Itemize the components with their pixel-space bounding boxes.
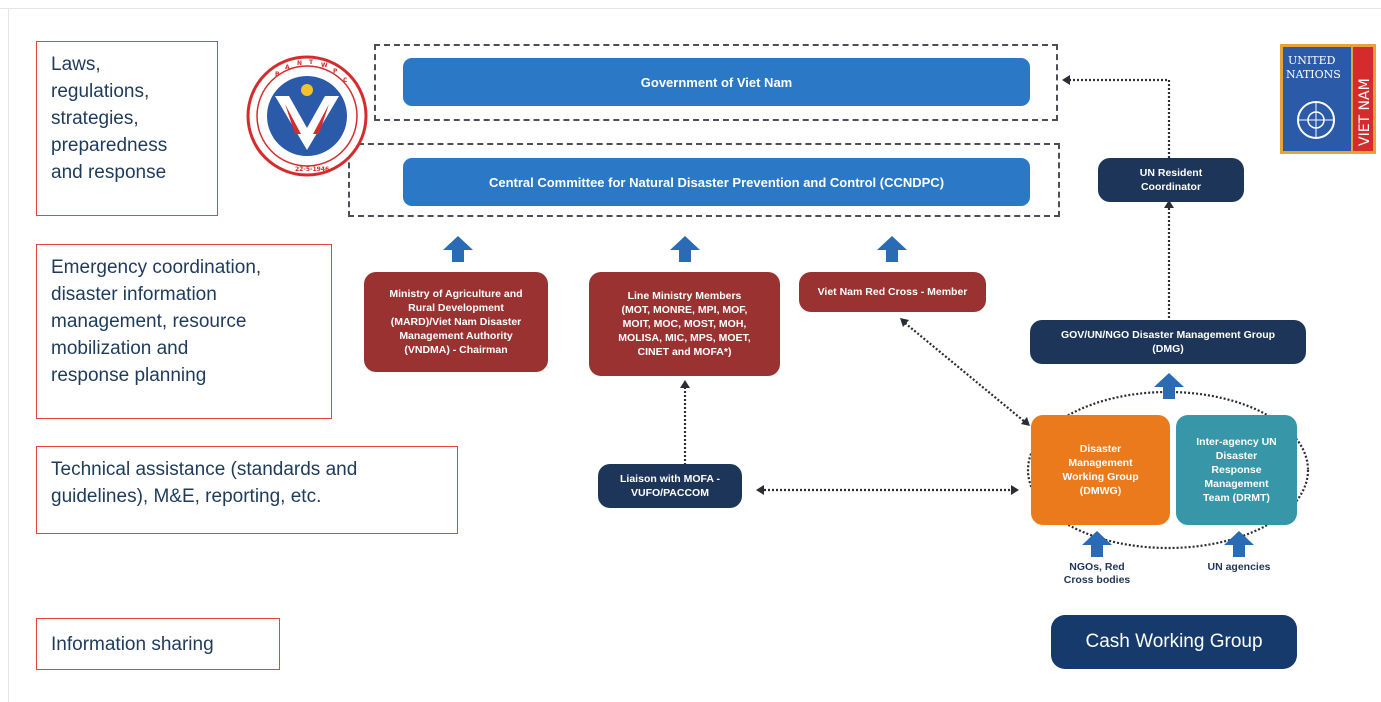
legend-emergency-line: Emergency coordination, — [51, 257, 262, 278]
up-arrow-icon — [1224, 531, 1254, 557]
node-text-line: (MOT, MONRE, MPI, MOF, — [621, 304, 748, 316]
node-text-line: Management Authority — [399, 330, 513, 342]
node-text-line: Working Group — [1062, 471, 1139, 483]
legend-emergency-line: disaster information — [51, 284, 217, 305]
line-ministry-node: Line Ministry Members (MOT, MONRE, MPI, … — [589, 272, 780, 376]
red-cross-node: Viet Nam Red Cross - Member — [799, 272, 986, 312]
node-text-line: Inter-agency UN — [1196, 436, 1277, 448]
node-text-line: GOV/UN/NGO Disaster Management Group — [1060, 329, 1276, 341]
legend-laws-box: Laws, regulations, strategies, preparedn… — [36, 41, 218, 216]
node-text-line: Disaster — [1215, 450, 1258, 462]
node-text-line: Team (DRMT) — [1203, 492, 1270, 504]
caption-line: Cross bodies — [1063, 574, 1131, 586]
legend-information-box: Information sharing — [36, 618, 280, 670]
node-text-line: MOIT, MOC, MOST, MOH, — [622, 318, 747, 330]
node-text-line: Response — [1211, 464, 1262, 476]
legend-technical-line: Technical assistance (standards and — [51, 459, 358, 480]
node-text-line: (VNDMA) - Chairman — [404, 344, 508, 356]
node-text-line: Rural Development — [408, 302, 504, 314]
svg-text:UNITED: UNITED — [1288, 54, 1336, 67]
up-arrow-icon — [1154, 373, 1184, 399]
government-outline — [374, 44, 1058, 121]
legend-emergency-line: mobilization and — [51, 338, 189, 359]
un-agencies-caption: UN agencies — [1207, 561, 1271, 573]
liaison-node: Liaison with MOFA - VUFO/PACCOM — [598, 464, 742, 508]
united-nations-vietnam-logo-icon: UNITED NATIONS VIET NAM — [1280, 44, 1376, 154]
svg-text:P: P — [333, 68, 338, 75]
node-text-line: CINET and MOFA*) — [637, 346, 732, 358]
redcross-to-dmwg-line — [904, 322, 1026, 423]
legend-laws-line: preparedness — [51, 135, 168, 156]
rc-to-gov-line — [1068, 78, 1171, 182]
node-text-line: Disaster — [1079, 443, 1122, 455]
cash-working-group-button[interactable]: Cash Working Group — [1051, 615, 1297, 669]
frame-left-line — [8, 8, 9, 702]
svg-text:T: T — [309, 59, 314, 66]
up-arrow-icon — [1082, 531, 1112, 557]
legend-emergency-box: Emergency coordination, disaster informa… — [36, 244, 332, 419]
node-text-line: MOLISA, MIC, MPS, MOET, — [618, 332, 751, 344]
legend-laws-line: strategies, — [51, 108, 139, 129]
arrowheads — [680, 75, 1174, 495]
vietnam-disaster-committee-seal-icon: B A N T W P C 22-5-1946 — [246, 55, 368, 177]
svg-text:A: A — [285, 64, 290, 71]
legend-laws-line: and response — [51, 162, 167, 183]
frame-top-line — [0, 8, 1381, 9]
ccndpc-bar: Central Committee for Natural Disaster P… — [403, 158, 1030, 206]
svg-text:N: N — [297, 60, 302, 67]
legend-information-text: Information sharing — [51, 633, 214, 655]
svg-text:W: W — [321, 62, 328, 69]
svg-text:VIET NAM: VIET NAM — [1357, 78, 1373, 146]
dmg-node: GOV/UN/NGO Disaster Management Group (DM… — [1030, 320, 1306, 364]
dmwg-node: Disaster Management Working Group (DMWG) — [1031, 415, 1170, 525]
legend-emergency-line: response planning — [51, 365, 207, 386]
up-arrow-icon — [877, 236, 907, 262]
node-text-line: Management — [1204, 478, 1269, 490]
node-text-line: Liaison with MOFA - — [620, 473, 720, 485]
up-arrow-icon — [443, 236, 473, 262]
node-text-line: Ministry of Agriculture and — [389, 288, 523, 300]
svg-text:C: C — [343, 77, 348, 84]
seal-ring-letter: B — [275, 71, 280, 78]
node-text-line: (DMWG) — [1079, 485, 1122, 497]
mard-node: Ministry of Agriculture and Rural Develo… — [364, 272, 548, 372]
legend-technical-line: guidelines), M&E, reporting, etc. — [51, 486, 322, 507]
legend-laws-line: regulations, — [51, 81, 150, 102]
up-arrow-icon — [670, 236, 700, 262]
working-group-ellipse — [1026, 390, 1310, 550]
node-text-line: (MARD)/Viet Nam Disaster — [390, 316, 522, 328]
node-text-line: Coordinator — [1140, 181, 1202, 193]
drmt-node: Inter-agency UN Disaster Response Manage… — [1176, 415, 1297, 525]
government-bar: Government of Viet Nam — [403, 58, 1030, 106]
svg-text:22-5-1946: 22-5-1946 — [295, 166, 329, 173]
ngos-caption: NGOs, Red Cross bodies — [1050, 561, 1144, 587]
caption-line: NGOs, Red — [1069, 561, 1125, 573]
node-text-line: UN Resident — [1139, 167, 1203, 179]
node-text-line: Management — [1068, 457, 1133, 469]
legend-emergency-line: management, resource — [51, 311, 247, 332]
un-resident-coordinator-node: UN Resident Coordinator — [1098, 158, 1244, 202]
legend-laws-line: Laws, — [51, 54, 101, 75]
node-text-line: Line Ministry Members — [627, 290, 742, 302]
node-text-line: (DMG) — [1152, 343, 1184, 355]
ccndpc-outline — [348, 143, 1060, 217]
svg-text:NATIONS: NATIONS — [1286, 68, 1341, 81]
node-text-line: VUFO/PACCOM — [631, 487, 709, 499]
legend-technical-box: Technical assistance (standards and guid… — [36, 446, 458, 534]
